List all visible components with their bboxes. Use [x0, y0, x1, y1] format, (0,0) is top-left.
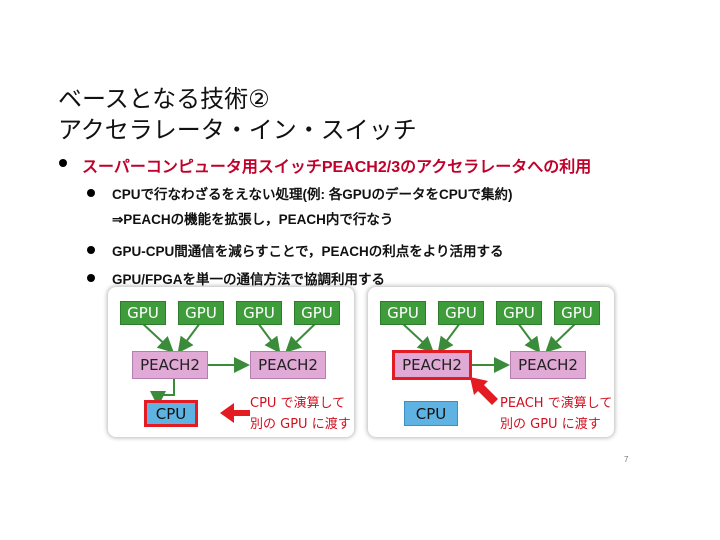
- cpu-compute-note: CPU で演算して 別の GPU に渡す: [250, 393, 351, 435]
- connection-arrows: [401, 322, 577, 405]
- gpu-box: GPU: [380, 301, 426, 325]
- bullet-dot-icon: [87, 274, 95, 282]
- gpu-box: GPU: [438, 301, 484, 325]
- note-line-2: 別の GPU に渡す: [500, 417, 601, 432]
- page-number: 7: [624, 455, 629, 464]
- slide-title: ベースとなる技術② アクセラレータ・イン・スイッチ: [58, 84, 417, 146]
- title-line-1: ベースとなる技術②: [58, 85, 270, 113]
- gpu-box: GPU: [554, 301, 600, 325]
- bullet-item-1: スーパーコンピュータ用スイッチPEACH2/3のアクセラレータへの利用: [82, 159, 592, 176]
- note-line-2: 別の GPU に渡す: [250, 417, 351, 432]
- gpu-box: GPU: [120, 301, 166, 325]
- peach-compute-note: PEACH で演算して 別の GPU に渡す: [500, 393, 612, 435]
- bullet-dot-icon: [59, 159, 67, 167]
- gpu-box: GPU: [294, 301, 340, 325]
- bullet-dot-icon: [87, 189, 95, 197]
- bullet-dot-icon: [87, 246, 95, 254]
- diagram-panel-cpu-compute: GPU GPU GPU GPU PEACH2 PEACH2 CPU CPU で演…: [108, 287, 354, 437]
- bullet-item-2-continuation: ⇒PEACHの機能を拡張し，PEACH内で行なう: [112, 212, 394, 227]
- diagram-panel-peach-compute: GPU GPU GPU GPU PEACH2 PEACH2 CPU PEACH …: [368, 287, 614, 437]
- gpu-box: GPU: [236, 301, 282, 325]
- gpu-box: GPU: [496, 301, 542, 325]
- connection-arrows: [141, 322, 317, 423]
- note-line-1: CPU で演算して: [250, 396, 346, 411]
- architecture-diagram: GPU GPU GPU GPU PEACH2 PEACH2 CPU CPU で演…: [108, 287, 614, 437]
- title-line-2: アクセラレータ・イン・スイッチ: [58, 116, 417, 144]
- gpu-box: GPU: [178, 301, 224, 325]
- cpu-box-highlighted: CPU: [144, 400, 198, 427]
- peach2-box-highlighted: PEACH2: [392, 350, 472, 380]
- bullet-item-3: GPU-CPU間通信を減らすことで，PEACHの利点をより活用する: [112, 244, 504, 259]
- peach2-box: PEACH2: [250, 351, 326, 379]
- bullet-item-2: CPUで行なわざるをえない処理(例: 各GPUのデータをCPUで集約): [112, 187, 513, 202]
- peach2-box: PEACH2: [510, 351, 586, 379]
- cpu-box: CPU: [404, 401, 458, 426]
- bullet-item-4: GPU/FPGAを単一の通信方法で協調利用する: [112, 272, 386, 287]
- peach2-box: PEACH2: [132, 351, 208, 379]
- note-line-1: PEACH で演算して: [500, 396, 613, 411]
